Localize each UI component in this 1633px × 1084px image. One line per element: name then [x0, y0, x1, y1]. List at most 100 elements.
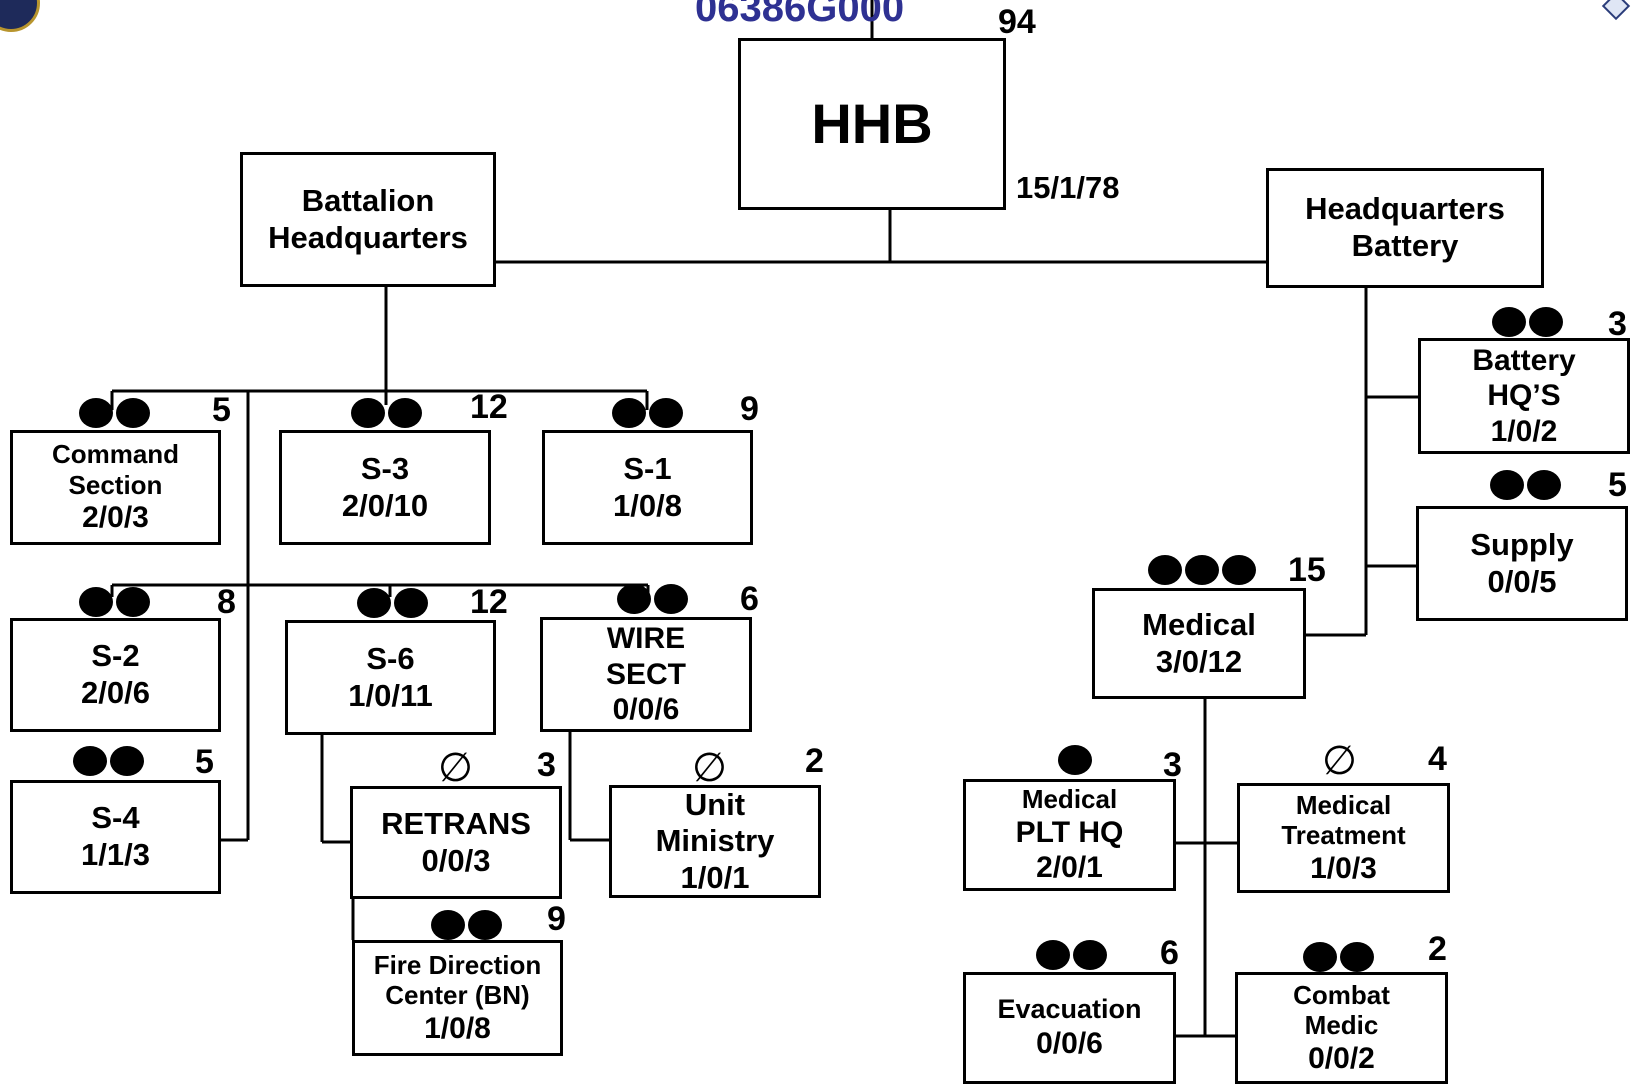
unit-strength: 1/0/1: [680, 859, 750, 895]
unit-label: Headquarters: [1305, 191, 1505, 227]
rank-dots: [1058, 745, 1092, 775]
null-symbol-icon: ∅: [438, 745, 473, 791]
unit-strength: 0/0/6: [1036, 1027, 1103, 1061]
rank-dots: [612, 398, 683, 428]
unit-strength: 1/0/2: [1490, 414, 1558, 448]
unit-label: PLT HQ: [1015, 815, 1124, 849]
personnel-count: 6: [1160, 934, 1179, 972]
unit-ministry-box: Unit Ministry 1/0/1: [609, 785, 821, 898]
hhb-strength: 15/1/78: [1016, 170, 1120, 205]
unit-label: Command: [51, 439, 180, 470]
unit-strength: 2/0/1: [1036, 851, 1103, 885]
unit-label: RETRANS: [381, 805, 531, 841]
personnel-count: 15: [1288, 551, 1326, 589]
null-symbol-icon: ∅: [692, 745, 727, 791]
s-3-box: S-3 2/0/10: [279, 430, 491, 545]
hhb-box: HHB: [738, 38, 1006, 210]
unit-identification-code: 06386G000: [695, 0, 905, 30]
combat-medic-box: Combat Medic 0/0/2: [1235, 972, 1448, 1084]
rank-dots: [617, 584, 688, 614]
unit-strength: 3/0/12: [1155, 643, 1243, 679]
rank-dots: [79, 587, 150, 617]
rank-dots: [431, 910, 502, 940]
unit-label: S-4: [91, 800, 140, 836]
unit-label: Fire Direction: [373, 949, 542, 980]
personnel-count: 2: [805, 742, 824, 780]
command-section-box: Command Section 2/0/3: [10, 430, 221, 545]
unit-label: S-3: [360, 450, 410, 486]
unit-label: Evacuation: [997, 994, 1142, 1025]
unit-label: Section: [68, 469, 163, 500]
unit-label: Center (BN): [385, 980, 530, 1011]
medical-treatment-box: Medical Treatment 1/0/3: [1237, 783, 1450, 893]
unit-label: Treatment: [1281, 820, 1406, 851]
null-symbol-icon: ∅: [1322, 738, 1357, 784]
rank-dots: [1490, 470, 1561, 500]
personnel-count: 3: [537, 746, 556, 784]
unit-label: Ministry: [655, 823, 775, 859]
rank-dots: [351, 398, 422, 428]
personnel-count: 5: [212, 391, 231, 429]
personnel-count: 9: [740, 390, 759, 428]
unit-label: Medical: [1295, 789, 1392, 820]
unit-label: Headquarters: [268, 219, 468, 255]
headquarters-battery-box: Headquarters Battery: [1266, 168, 1544, 288]
battalion-headquarters-box: Battalion Headquarters: [240, 152, 496, 287]
unit-strength: 1/0/8: [613, 487, 682, 523]
unit-label: Battalion: [301, 182, 435, 218]
personnel-count: 4: [1428, 740, 1447, 778]
unit-label: WIRE: [606, 622, 686, 656]
unit-strength: 2/0/6: [81, 675, 150, 710]
unit-label: S-6: [366, 640, 415, 676]
unit-label: Medical: [1021, 784, 1118, 815]
medical-box: Medical 3/0/12: [1092, 588, 1306, 699]
personnel-count: 12: [470, 388, 508, 426]
s-2-box: S-2 2/0/6: [10, 618, 221, 732]
medical-plt-hq-box: Medical PLT HQ 2/0/1: [963, 779, 1176, 891]
rank-dots: [79, 398, 150, 428]
unit-label: Medic: [1304, 1010, 1379, 1041]
unit-label: Battery: [1472, 343, 1576, 377]
unit-strength: 1/0/11: [348, 677, 433, 713]
s-6-box: S-6 1/0/11: [285, 620, 496, 735]
personnel-count: 2: [1428, 930, 1447, 968]
unit-strength: 0/0/5: [1487, 563, 1557, 599]
rank-dots: [1492, 307, 1563, 337]
unit-strength: 1/1/3: [81, 837, 150, 872]
personnel-count: 5: [1608, 466, 1627, 504]
unit-strength: 2/0/3: [82, 501, 149, 535]
unit-strength: 1/0/8: [424, 1011, 491, 1045]
rank-dots: [1036, 940, 1107, 970]
evacuation-box: Evacuation 0/0/6: [963, 972, 1176, 1084]
personnel-count: 5: [195, 743, 214, 781]
retrans-box: RETRANS 0/0/3: [350, 786, 562, 899]
rank-dots: [357, 588, 428, 618]
rank-dots: [73, 746, 144, 776]
battery-hqs-box: Battery HQ’S 1/0/2: [1418, 338, 1630, 454]
wire-sect-box: WIRE SECT 0/0/6: [540, 617, 752, 732]
rank-dots: [1303, 942, 1374, 972]
unit-label: S-2: [91, 638, 140, 674]
unit-strength: 2/0/10: [341, 487, 429, 523]
unit-label: S-1: [623, 450, 672, 486]
unit-label: Combat: [1293, 979, 1390, 1010]
unit-label: Supply: [1470, 526, 1574, 562]
s-4-box: S-4 1/1/3: [10, 780, 221, 894]
unit-label: HQ’S: [1487, 379, 1561, 413]
personnel-count: 3: [1163, 746, 1182, 784]
unit-strength: 0/0/3: [421, 842, 491, 878]
hhb-total: 94: [998, 3, 1036, 41]
unit-strength: 0/0/2: [1308, 1041, 1375, 1075]
s-1-box: S-1 1/0/8: [542, 430, 753, 545]
personnel-count: 8: [217, 583, 236, 621]
personnel-count: 9: [547, 900, 566, 938]
personnel-count: 6: [740, 580, 759, 618]
personnel-count: 12: [470, 583, 508, 621]
unit-strength: 1/0/3: [1310, 851, 1377, 885]
personnel-count: 3: [1608, 305, 1627, 343]
unit-label: SECT: [605, 657, 686, 691]
unit-label: Medical: [1142, 606, 1256, 642]
rank-dots: [1148, 555, 1256, 585]
unit-strength: 0/0/6: [612, 693, 680, 727]
